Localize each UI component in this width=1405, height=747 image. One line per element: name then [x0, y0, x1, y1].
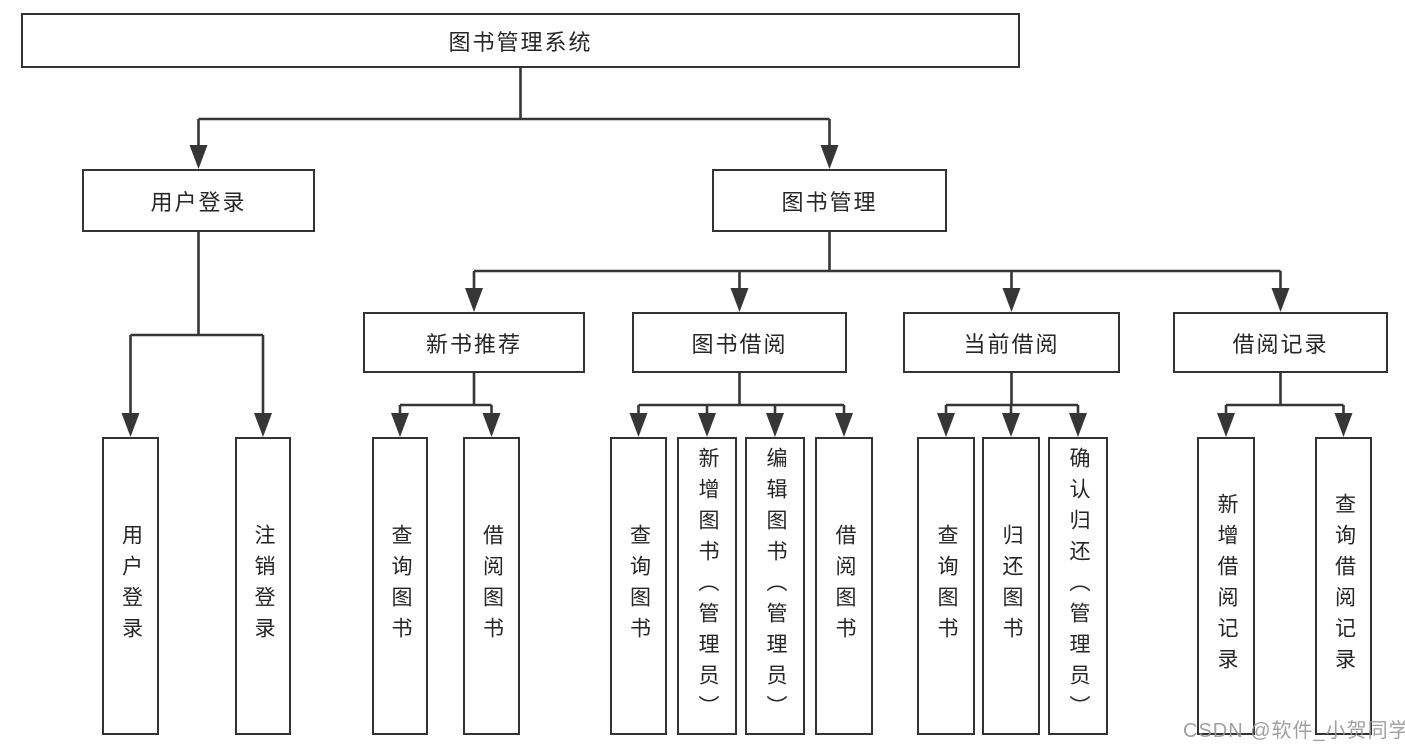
arrowhead	[730, 288, 749, 312]
leaf-records-add-record: 新增借阅记录	[1197, 437, 1255, 735]
arrowhead	[465, 288, 483, 312]
leaf-records-add-record-label: 新增借阅记录	[1215, 493, 1238, 679]
leaf-borrowing-edit-books-admin: 编辑图书（管理员）	[745, 437, 805, 735]
arrowhead	[766, 413, 784, 437]
arrowhead	[629, 413, 648, 437]
node-book-management-label: 图书管理	[781, 189, 878, 215]
leaf-records-query-record: 查询借阅记录	[1315, 437, 1372, 735]
node-borrowing-records: 借阅记录	[1173, 312, 1388, 373]
connector-login-to-leaves	[129, 232, 265, 419]
node-library-system-label: 图书管理系统	[448, 29, 593, 55]
leaf-user-login-label: 用户登录	[119, 524, 143, 648]
connector-root-to-level2	[197, 68, 831, 151]
node-borrowing-records-label: 借阅记录	[1232, 331, 1329, 357]
leaf-borrowing-borrow-books: 借阅图书	[815, 437, 873, 735]
arrowhead	[121, 413, 140, 437]
leaf-borrowing-query-books-label: 查询图书	[627, 524, 651, 648]
node-current-borrowing: 当前借阅	[903, 312, 1120, 373]
arrowhead	[391, 413, 409, 437]
connector-mgmt-to-level3	[472, 232, 1282, 294]
leaf-user-login: 用户登录	[102, 437, 159, 735]
arrowhead	[1002, 288, 1021, 312]
node-user-login-label: 用户登录	[150, 189, 247, 215]
leaf-borrowing-add-books-admin: 新增图书（管理员）	[677, 437, 737, 735]
leaf-recommend-borrow-books: 借阅图书	[463, 437, 520, 735]
arrowhead	[1069, 413, 1087, 437]
leaf-recommend-query-books-label: 查询图书	[389, 524, 412, 648]
leaf-borrowing-add-books-admin-label: 新增图书（管理员）	[696, 446, 719, 726]
arrowhead	[1334, 413, 1353, 437]
arrowhead	[1002, 413, 1020, 437]
leaf-borrowing-edit-books-admin-label: 编辑图书（管理员）	[764, 446, 787, 726]
connector-rec-to-leaves	[398, 373, 493, 419]
leaf-borrowing-query-books: 查询图书	[610, 437, 667, 735]
csdn-watermark: CSDN @软件_小贺同学	[1183, 720, 1405, 742]
connector-current-to-leaves	[944, 373, 1080, 419]
arrowhead	[189, 145, 208, 169]
leaf-current-return-books: 归还图书	[982, 437, 1040, 735]
connector-borrow-to-leaves	[637, 373, 846, 419]
node-library-system: 图书管理系统	[21, 13, 1020, 68]
connector-record-to-leaves	[1224, 373, 1345, 419]
arrowhead	[937, 413, 955, 437]
arrowhead	[820, 145, 839, 169]
node-user-login: 用户登录	[82, 169, 315, 232]
arrowhead	[698, 413, 716, 437]
node-book-borrowing: 图书借阅	[632, 312, 847, 373]
arrowhead	[482, 413, 501, 437]
arrowhead	[254, 413, 272, 437]
leaf-logout-label: 注销登录	[252, 524, 275, 648]
arrowhead	[1217, 413, 1235, 437]
node-new-book-recommend: 新书推荐	[363, 312, 585, 373]
node-current-borrowing-label: 当前借阅	[963, 331, 1060, 357]
leaf-current-confirm-return-admin-label: 确认归还（管理员）	[1067, 446, 1090, 726]
node-book-borrowing-label: 图书借阅	[691, 331, 788, 357]
leaf-current-return-books-label: 归还图书	[1000, 524, 1023, 648]
leaf-records-query-record-label: 查询借阅记录	[1332, 493, 1356, 679]
leaf-current-confirm-return-admin: 确认归还（管理员）	[1048, 437, 1108, 735]
arrowhead	[1271, 288, 1290, 312]
node-book-management: 图书管理	[712, 169, 947, 232]
arrowhead	[835, 413, 853, 437]
leaf-borrowing-borrow-books-label: 借阅图书	[833, 524, 856, 648]
leaf-recommend-borrow-books-label: 借阅图书	[480, 524, 504, 648]
leaf-current-query-books: 查询图书	[917, 437, 975, 735]
leaf-current-query-books-label: 查询图书	[935, 524, 958, 648]
node-new-book-recommend-label: 新书推荐	[425, 331, 522, 357]
leaf-logout: 注销登录	[235, 437, 291, 735]
leaf-recommend-query-books: 查询图书	[372, 437, 428, 735]
